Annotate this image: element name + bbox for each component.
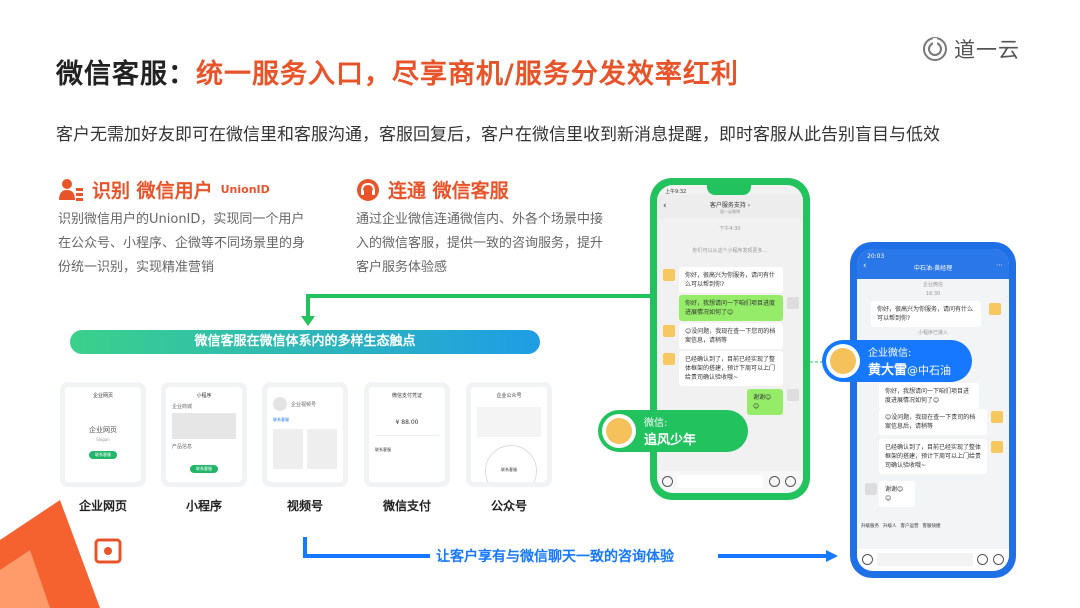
touchpoint-video[interactable]: 企业视频号 联系客服 bbox=[262, 382, 348, 487]
connect-title: 连通 微信客服 bbox=[356, 176, 509, 203]
contact-button[interactable]: 联系客服 bbox=[89, 451, 117, 459]
chat-message: 😊没问题，我现在查一下贵司的档案信息后，请稍等 bbox=[879, 409, 987, 435]
contact-button[interactable]: 联系客服 bbox=[190, 465, 218, 473]
touchpoint-official-account[interactable]: 企业公众号 联系客服 bbox=[466, 382, 552, 487]
agent-avatar bbox=[826, 344, 860, 378]
voice-icon[interactable] bbox=[862, 554, 873, 565]
chat-message: 你好，我想请问一下咱们项目进度进展情况如何了😊 bbox=[879, 383, 979, 409]
plus-icon[interactable] bbox=[993, 554, 1004, 565]
avatar bbox=[989, 303, 1001, 315]
touchpoint-label: 微信支付 bbox=[382, 499, 431, 513]
chat-header: ‹ 客户服务支持 › 道一云微博 bbox=[657, 195, 803, 219]
chat-message: 已经确认到了，目前已经实现了整体框架的搭建，预计下周可以上门给贵司确认验收哦~ bbox=[679, 351, 783, 386]
avatar bbox=[991, 411, 1003, 423]
video-thumb bbox=[273, 429, 303, 469]
avatar bbox=[663, 269, 675, 281]
video-thumb bbox=[307, 429, 337, 469]
identify-desc: 识别微信用户的UnionID，实现同一个用户在公众号、小程序、企微等不同场景里的… bbox=[58, 212, 306, 275]
plus-icon[interactable] bbox=[785, 476, 796, 487]
avatar bbox=[787, 297, 799, 309]
tool-item[interactable]: 升级服务 bbox=[861, 524, 879, 529]
contact-link[interactable]: 联系客服 bbox=[375, 447, 391, 452]
touchpoint-pay[interactable]: 微信支付凭证 ¥ 88.00 联系客服 bbox=[364, 382, 450, 487]
phone-notch bbox=[707, 185, 751, 195]
tool-item[interactable]: 升级人 bbox=[883, 524, 897, 529]
touchpoint-label: 视频号 bbox=[286, 499, 323, 513]
bottom-arrow-label: 让客户享有与微信聊天一致的咨询体验 bbox=[436, 549, 674, 565]
tool-row: 升级服务 升级人 客户运营 客服快捷 bbox=[861, 523, 1007, 529]
avatar bbox=[273, 397, 287, 411]
headset-icon bbox=[357, 178, 379, 201]
product-image bbox=[172, 413, 236, 439]
corner-decoration bbox=[0, 500, 122, 608]
contact-link[interactable]: 联系客服 bbox=[273, 417, 289, 422]
more-icon[interactable]: ⋯ bbox=[996, 261, 1003, 269]
logo-circle-icon bbox=[923, 37, 947, 61]
customer-card: 微信: 追风少年 bbox=[598, 410, 748, 452]
avatar bbox=[991, 441, 1003, 453]
logo-text: 道一云 bbox=[954, 38, 1020, 62]
touchpoint-label: 小程序 bbox=[185, 499, 222, 513]
customer-avatar bbox=[602, 414, 636, 448]
touchpoint-miniprogram[interactable]: 小程序 企业商城 产品信息 联系客服 bbox=[161, 382, 247, 487]
chat-message: 你好，我想请问一下咱们项目进度进展情况如何了😊 bbox=[679, 295, 783, 321]
avatar bbox=[663, 325, 675, 337]
touchpoints-bar: 微信客服在微信体系内的多样生态触点 bbox=[70, 330, 540, 354]
connect-desc: 通过企业微信连通微信内、外各个场景中接入的微信客服，提供一致的咨询服务，提升客户… bbox=[356, 212, 604, 275]
avatar bbox=[865, 483, 877, 495]
brand-logo: 道一云 bbox=[922, 34, 1020, 64]
input-bar bbox=[657, 471, 803, 493]
message-input[interactable] bbox=[677, 475, 763, 488]
back-icon[interactable]: ‹ bbox=[863, 261, 867, 271]
touchpoint-label: 公众号 bbox=[490, 499, 527, 513]
users-icon bbox=[59, 178, 83, 201]
voice-icon[interactable] bbox=[662, 476, 673, 487]
back-icon[interactable]: ‹ bbox=[663, 201, 667, 211]
tool-item[interactable]: 客户运营 bbox=[900, 524, 919, 529]
chat-message: 谢谢😊😊 bbox=[879, 481, 915, 507]
touchpoint-web[interactable]: 企业网页 企业网页 Slogan 联系客服 bbox=[60, 382, 146, 487]
chat-header: 20:03 中石油-黄经理 ‹ ⋯ bbox=[857, 249, 1009, 279]
chat-message: 谢谢😊😊 bbox=[747, 389, 783, 415]
tool-item[interactable]: 客服快捷 bbox=[922, 524, 941, 529]
wecom-phone: 20:03 中石油-黄经理 ‹ ⋯ 企业微信 16:30 你好，很高兴为你服务，… bbox=[850, 242, 1016, 578]
chat-message: 😊没问题，我现在查一下您司的档案信息，请稍等 bbox=[679, 323, 783, 349]
chat-message: 你好，很高兴为你服务，请问有什么可以帮到你? bbox=[871, 301, 981, 327]
agent-card: 企业微信: 黄大雷@中石油 bbox=[822, 340, 972, 382]
avatar bbox=[663, 353, 675, 365]
input-bar bbox=[857, 549, 1009, 571]
emoji-icon[interactable] bbox=[769, 476, 780, 487]
chat-message: 已经确认到了，目前已经实现了整体框架的搭建，预计下周可以上门给贵司确认验收哦~ bbox=[879, 439, 987, 474]
avatar bbox=[787, 389, 799, 401]
message-input[interactable] bbox=[877, 553, 973, 566]
chat-message: 你好，很高兴为你服务，请问有什么可以帮到你? bbox=[679, 267, 783, 293]
emoji-icon[interactable] bbox=[977, 554, 988, 565]
contact-link[interactable]: 联系客服 bbox=[501, 467, 517, 472]
page-title: 微信客服：统一服务入口，尽享商机/服务分发效率红利 bbox=[56, 59, 739, 90]
page-subtitle: 客户无需加好友即可在微信里和客服沟通，客服回复后，客户在微信里收到新消息提醒，即… bbox=[56, 125, 940, 145]
touchpoint-label: 企业网页 bbox=[78, 499, 127, 513]
